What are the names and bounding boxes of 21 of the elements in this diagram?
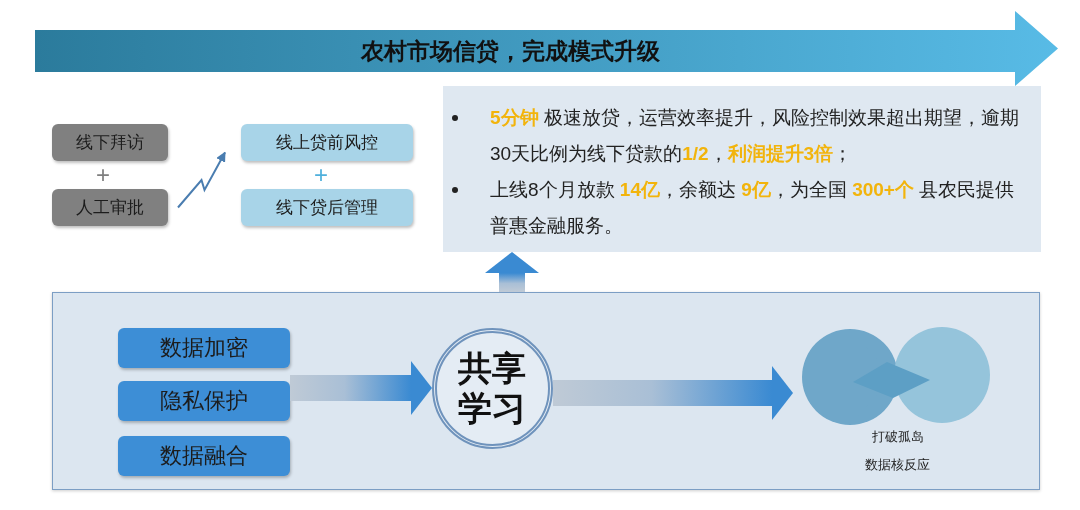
block-arrow	[485, 252, 539, 292]
step-box: 人工审批	[52, 189, 168, 226]
block-arrow	[290, 361, 432, 415]
banner-title: 农村市场信贷，完成模式升级	[360, 37, 660, 65]
step-box: 线下贷后管理	[241, 189, 413, 226]
block-arrow	[553, 366, 793, 420]
step-box: 线上贷前风控	[241, 124, 413, 161]
feature-box: 隐私保护	[117, 380, 290, 421]
feature-box: 数据加密	[117, 327, 290, 368]
caption-text: 打破孤岛	[871, 427, 924, 446]
bullet-text: 上线8个月放款 14亿，余额达 9亿，为全国 300+个 县农民提供普惠金融服务。	[490, 178, 1016, 238]
step-box: 线下拜访	[52, 124, 168, 161]
panel-box	[52, 292, 1040, 490]
bullet-text: 5分钟 极速放贷，运营效率提升，风险控制效果超出期望，逾期30天比例为线下贷款的1/2，利润提升3倍；	[490, 106, 1020, 166]
plus-sign: +	[314, 163, 328, 187]
circle-node: 共享学习	[431, 327, 553, 449]
text-panel	[443, 86, 1041, 252]
zigzag-arrow	[177, 151, 226, 209]
feature-box: 数据融合	[117, 435, 290, 476]
plus-sign: +	[96, 163, 110, 187]
caption-text: 数据核反应	[865, 455, 930, 474]
